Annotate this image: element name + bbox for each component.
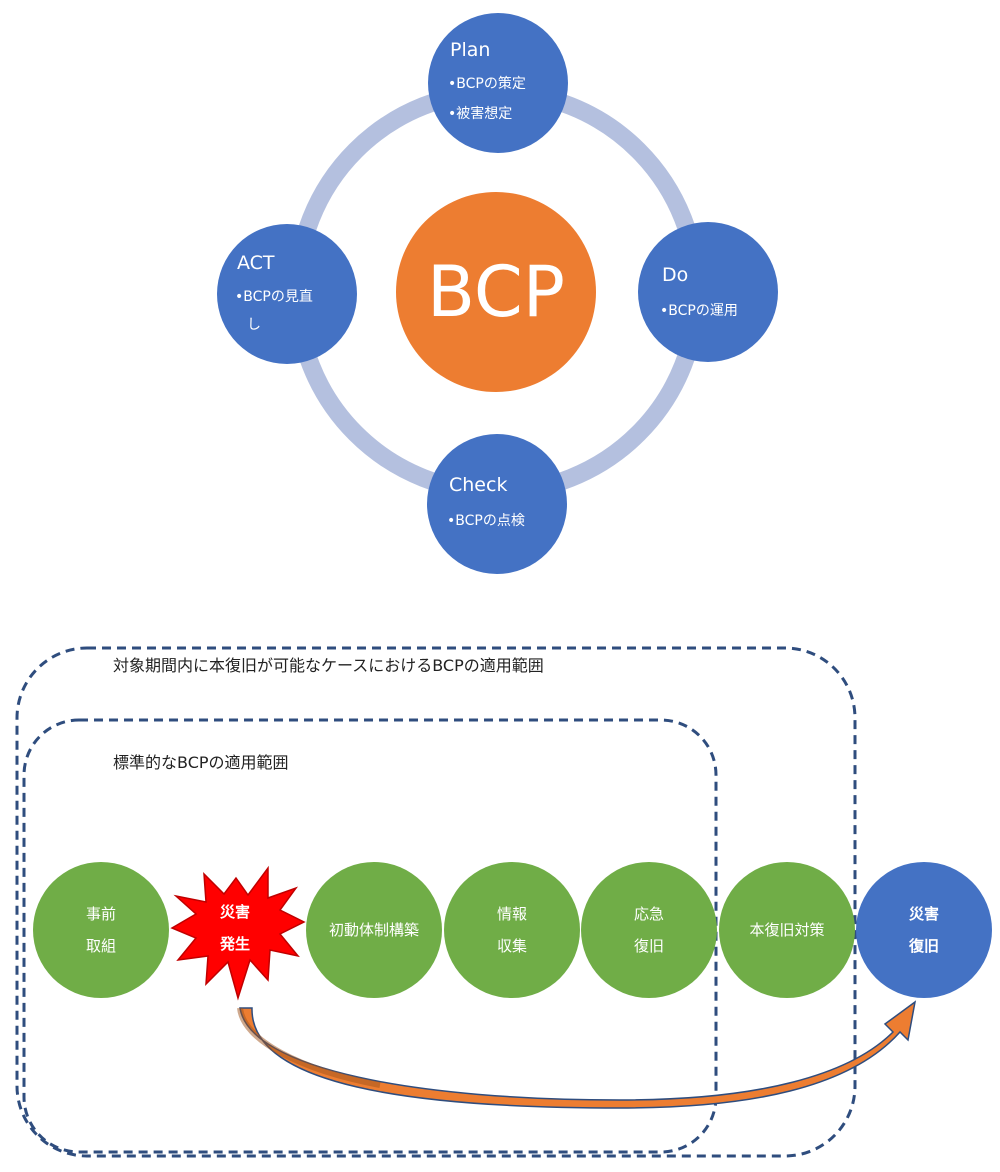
check-node: Check •BCPの点検 [427,434,567,574]
do-title: Do [662,264,689,286]
plan-node: Plan •BCPの策定 •被害想定 [428,13,568,153]
step-main-recovery-label: 本復旧対策 [749,921,825,939]
disaster-burst [170,865,306,1001]
step-emergency-line1: 応急 [633,905,664,923]
act-title: ACT [237,252,275,274]
outer-scope-label: 対象期間内に本復旧が可能なケースにおけるBCPの適用範囲 [113,656,544,675]
bcp-center-circle: BCP [396,192,596,392]
plan-bullet-1: •BCPの策定 [448,76,526,92]
bcp-center-label: BCP [427,251,565,333]
do-node: Do •BCPの運用 [638,222,778,362]
step-disaster-recovered: 災害 復旧 [856,862,992,998]
do-bullet-1: •BCPの運用 [660,303,738,319]
step-recovered-line2: 復旧 [908,937,939,955]
step-initial-response: 初動体制構築 [306,862,442,998]
step-emergency-line2: 復旧 [633,937,664,955]
act-bullet-1: •BCPの見直 [235,289,313,305]
step-pre-line1: 事前 [85,905,116,923]
step-info-line1: 情報 [496,905,527,923]
check-title: Check [449,474,508,496]
act-node: ACT •BCPの見直 し [217,224,357,364]
plan-bullet-2: •被害想定 [448,106,513,122]
recovery-arrow [239,1000,917,1109]
inner-scope-label: 標準的なBCPの適用範囲 [113,753,289,772]
step-info-line2: 収集 [496,937,527,955]
check-bullet-1: •BCPの点検 [447,513,525,529]
step-initial-label: 初動体制構築 [328,921,419,939]
step-pre-line2: 取組 [85,937,116,955]
step-recovered-line1: 災害 [908,905,939,923]
plan-title: Plan [450,39,491,61]
disaster-burst-label: 災害 発生 [190,896,280,960]
act-bullet-2: し [247,317,261,333]
disaster-line2: 発生 [219,935,250,953]
outer-scope-border [15,646,857,1158]
step-emergency-recovery: 応急 復旧 [581,862,717,998]
step-info-gathering: 情報 収集 [444,862,580,998]
step-pre-measures: 事前 取組 [33,862,169,998]
step-main-recovery: 本復旧対策 [719,862,855,998]
disaster-line1: 災害 [219,903,250,921]
